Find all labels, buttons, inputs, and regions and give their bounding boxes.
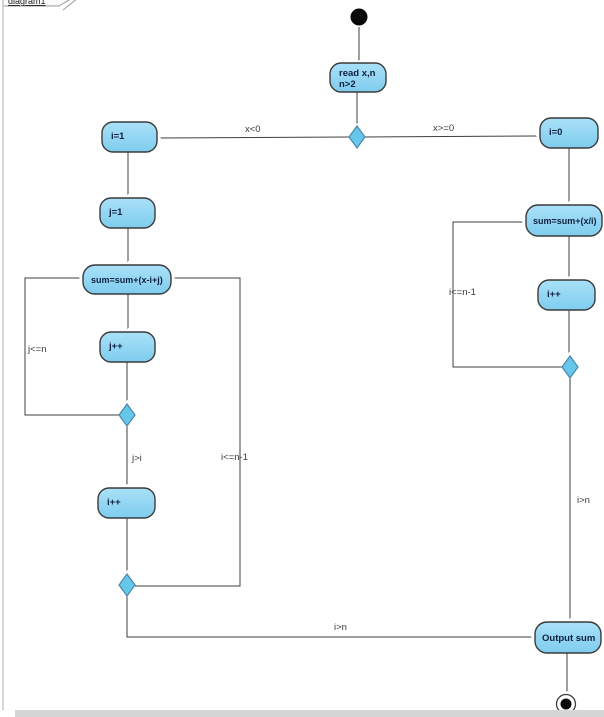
- activity-node-i-eq-0-label: i=0: [549, 127, 562, 138]
- edge-label-x-lt-0: x<0: [245, 124, 261, 135]
- edge-decision-to-i1: [161, 137, 350, 139]
- decision-node-right[interactable]: [561, 354, 579, 380]
- activity-node-j-inc[interactable]: j++: [99, 331, 156, 363]
- activity-node-i-inc-left[interactable]: i++: [97, 487, 156, 519]
- edge-label-j-le-n: j<=n: [27, 344, 47, 355]
- edge-label-j-gt-i: j>i: [131, 453, 142, 464]
- activity-node-i-eq-1-label: i=1: [111, 131, 125, 142]
- edge-label-i-le-n-1-left: i<=n-1: [221, 452, 248, 463]
- decision-node-left-1[interactable]: [118, 402, 136, 428]
- activity-node-read-label-line1: read x,n: [339, 68, 376, 79]
- activity-node-i-inc-right[interactable]: i++: [537, 279, 596, 311]
- horizontal-scrollbar[interactable]: [15, 710, 604, 717]
- activity-node-i-inc-right-label: i++: [547, 289, 561, 300]
- edge-diamond2-to-output: [126, 596, 531, 637]
- activity-node-sum-right-label: sum=sum+(x/i): [533, 216, 597, 226]
- decision-node-left-2[interactable]: [118, 572, 136, 598]
- frame-label-tab: diagram1: [2, 0, 77, 11]
- activity-node-sum-left[interactable]: sum=sum+(x-i+j): [82, 264, 172, 295]
- activity-node-sum-left-label: sum=sum+(x-i+j): [91, 275, 163, 285]
- edge-loop-i-le-n-1-left: [135, 278, 241, 587]
- activity-node-sum-right[interactable]: sum=sum+(x/i): [525, 204, 603, 237]
- activity-node-j-inc-label: j++: [108, 341, 123, 352]
- activity-node-j-eq-1-label: j=1: [108, 207, 123, 218]
- decision-node-top[interactable]: [348, 124, 366, 150]
- activity-node-read-label-line2: n>2: [339, 79, 356, 90]
- edge-label-i-le-n-1-right: i<=n-1: [449, 287, 476, 298]
- edge-label-x-ge-0: x>=0: [433, 123, 454, 134]
- edge-loop-j-le-n: [24, 277, 119, 416]
- activity-node-i-eq-1[interactable]: i=1: [101, 121, 158, 153]
- activity-node-i-inc-left-label: i++: [107, 497, 121, 508]
- frame-label: diagram1: [8, 0, 46, 6]
- activity-node-output-label: Output sum: [542, 633, 595, 644]
- edge-loop-i-le-n-1-right: [452, 221, 562, 368]
- activity-node-read[interactable]: read x,n n>2: [329, 62, 387, 93]
- initial-node[interactable]: [350, 8, 368, 26]
- activity-node-j-eq-1[interactable]: j=1: [99, 197, 156, 229]
- edge-decision-to-i0: [364, 135, 536, 137]
- edge-label-i-gt-n-right: i>n: [577, 495, 590, 506]
- edge-label-i-gt-n-bottom: i>n: [334, 622, 347, 633]
- activity-node-output[interactable]: Output sum: [534, 621, 602, 654]
- activity-node-i-eq-0[interactable]: i=0: [539, 117, 599, 149]
